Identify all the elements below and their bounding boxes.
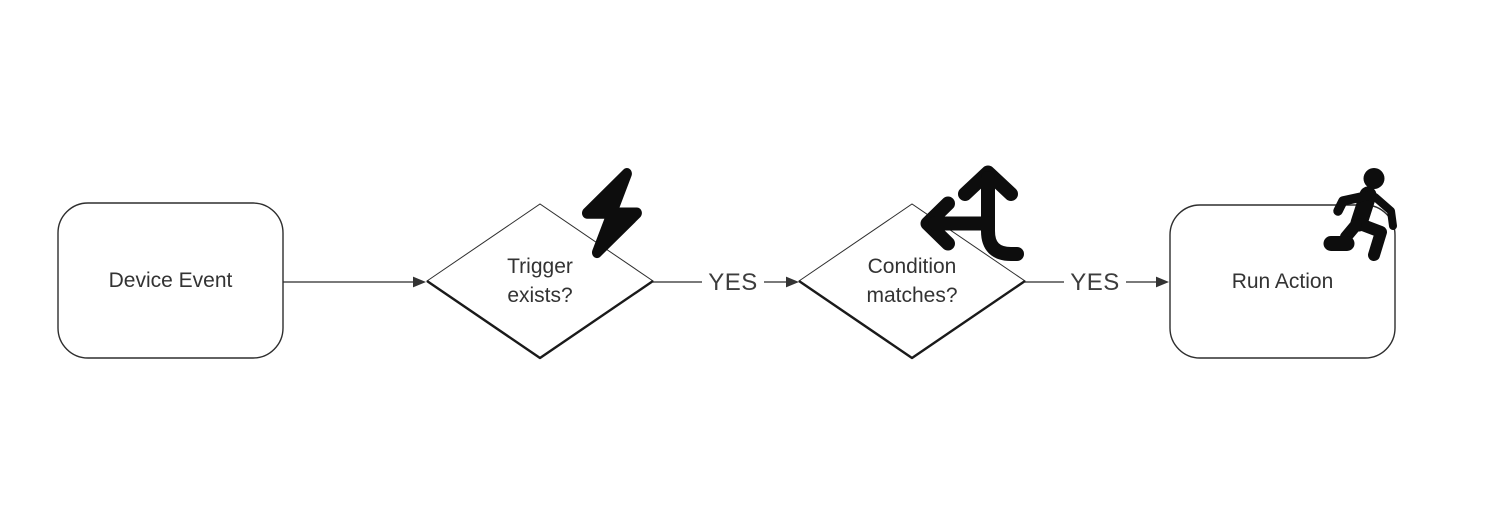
arrowhead-trigger-to-condition <box>786 276 799 288</box>
arrowhead-condition-to-run <box>1156 276 1169 288</box>
person-running-icon <box>1323 168 1397 261</box>
node-trigger-exists-bottom-edge <box>426 280 654 360</box>
arrowhead-device-to-trigger <box>413 276 426 288</box>
node-condition-matches-bottom-edge <box>798 280 1026 360</box>
split-arrows-icon <box>920 165 1024 261</box>
node-device-event <box>57 202 284 359</box>
lightning-bolt-icon <box>581 167 642 259</box>
